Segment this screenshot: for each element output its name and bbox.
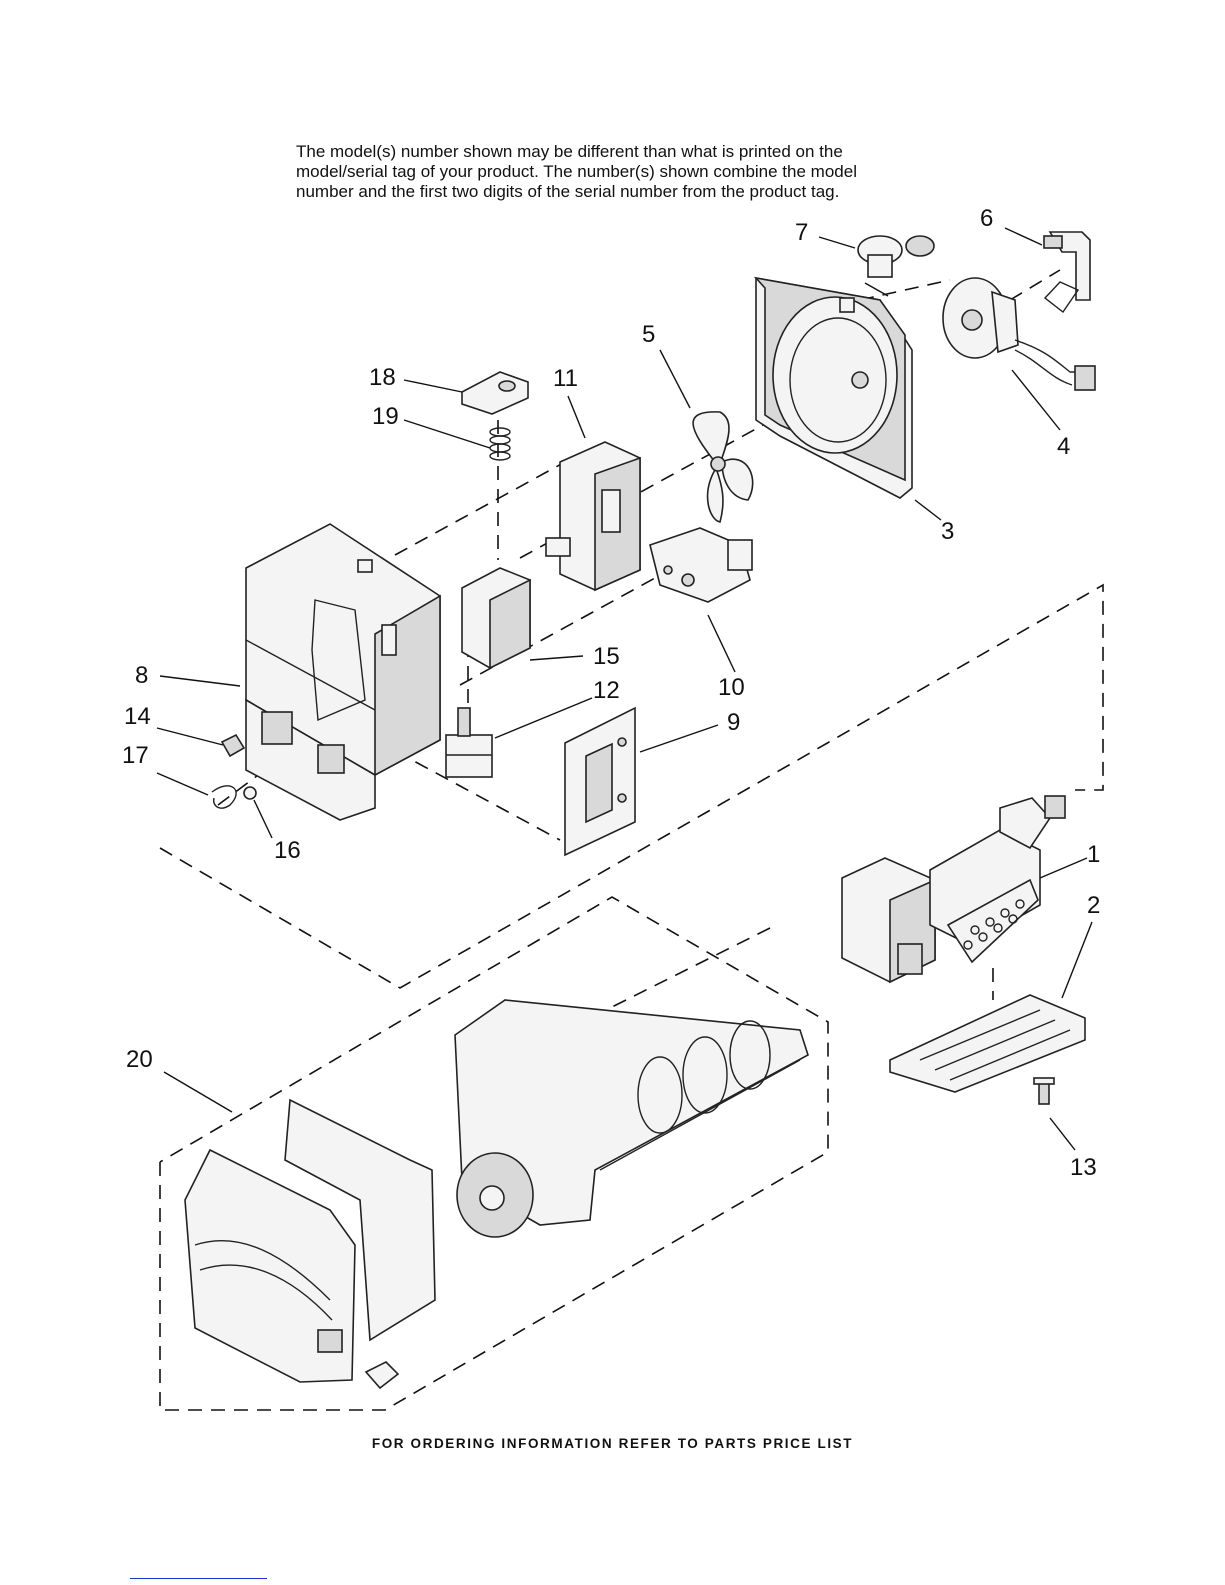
part-3-fan-housing — [753, 276, 913, 499]
leader-lines — [156, 227, 1093, 1151]
part-9-door-plate — [564, 706, 636, 857]
callout-5: 5 — [642, 321, 655, 348]
part-13-screw — [1033, 1077, 1055, 1105]
callout-14: 14 — [124, 703, 151, 730]
callout-8: 8 — [135, 662, 148, 689]
callout-1: 1 — [1087, 841, 1100, 868]
part-15-latch-bracket — [461, 567, 531, 670]
bottom-link-underline[interactable] — [130, 1578, 267, 1579]
part-12-solenoid — [445, 707, 493, 778]
part-7-motor-mount — [857, 235, 935, 297]
callout-18: 18 — [369, 364, 396, 391]
note-line-1: The model(s) number shown may be differe… — [296, 142, 843, 161]
part-4-fan-motor — [942, 277, 1096, 391]
callout-3: 3 — [941, 518, 954, 545]
callout-16: 16 — [274, 837, 301, 864]
callout-20: 20 — [126, 1046, 153, 1073]
callout-17: 17 — [122, 742, 149, 769]
part-6-bracket — [1043, 231, 1091, 314]
part-19-spring — [489, 427, 511, 461]
part-2-tray — [889, 994, 1086, 1093]
callout-6: 6 — [980, 205, 993, 232]
group-outline-upper — [159, 583, 1104, 989]
part-16-washer — [243, 786, 257, 800]
group-outline-lower — [159, 896, 829, 1411]
callout-11: 11 — [553, 365, 578, 392]
part-20-ice-bucket — [184, 999, 809, 1390]
callout-10: 10 — [718, 674, 745, 701]
callout-9: 9 — [727, 709, 740, 736]
callout-2: 2 — [1087, 892, 1100, 919]
part-5-fan-blade — [692, 411, 754, 523]
part-18-cap — [461, 371, 529, 415]
note-line-3: number and the first two digits of the s… — [296, 182, 840, 201]
part-17-clip — [211, 785, 237, 809]
part-8-housing — [245, 523, 441, 821]
part-10-auger-motor — [649, 527, 753, 603]
callout-19: 19 — [372, 403, 399, 430]
model-number-note: The model(s) number shown may be differe… — [296, 142, 936, 202]
ordering-info-note: FOR ORDERING INFORMATION REFER TO PARTS … — [371, 1436, 854, 1451]
part-11-control-box — [545, 441, 641, 592]
part-1-icemaker — [841, 795, 1066, 984]
callout-15: 15 — [593, 643, 620, 670]
callout-12: 12 — [593, 677, 620, 704]
note-line-2: model/serial tag of your product. The nu… — [296, 162, 857, 181]
part-14-screw — [220, 733, 246, 758]
callout-4: 4 — [1057, 433, 1070, 460]
callout-7: 7 — [795, 219, 808, 246]
callout-13: 13 — [1070, 1154, 1097, 1181]
